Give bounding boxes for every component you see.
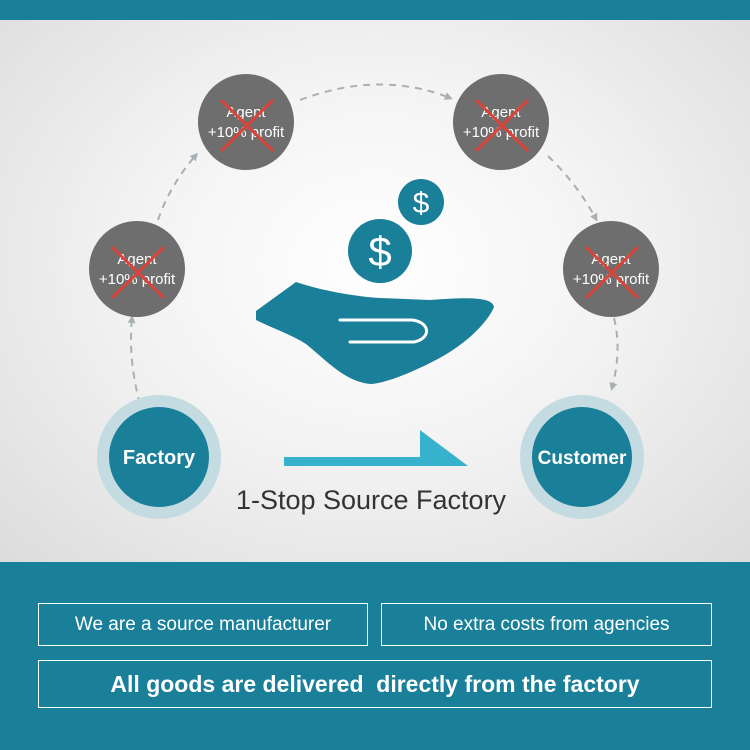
connector-agent3-agent4 [547, 155, 598, 222]
agent-profit: +10% profit [463, 124, 540, 141]
agent-node-3: Agent +10% profit [453, 74, 549, 170]
factory-node: Factory [97, 395, 221, 519]
agent-node-1: Agent +10% profit [89, 221, 185, 317]
agent-node-2: Agent +10% profit [198, 74, 294, 170]
flow-connectors [127, 83, 619, 405]
connector-agent4-customer [609, 317, 619, 391]
no-extra-costs-box: No extra costs from agencies [381, 603, 712, 646]
direct-delivery-box: All goods are delivered directly from th… [38, 660, 712, 708]
cross-out-icon [220, 99, 274, 152]
dollar-coin-icon: $ [398, 179, 444, 225]
agent-profit: +10% profit [99, 271, 176, 288]
cross-out-icon [475, 99, 529, 152]
customer-label: Customer [538, 448, 627, 469]
diagram-area: Factory Customer Agent +10% profit Agent… [0, 20, 750, 562]
agent-node-4: Agent +10% profit [563, 221, 659, 317]
factory-label: Factory [123, 447, 196, 469]
cross-out-icon [111, 246, 165, 299]
dollar-coin-icon: $ [348, 219, 412, 283]
right-arrow-icon [284, 430, 468, 466]
svg-text:$: $ [413, 187, 430, 220]
agent-profit: +10% profit [208, 124, 285, 141]
top-bar [0, 0, 750, 20]
cross-out-icon [585, 246, 639, 299]
connector-agent2-agent3 [299, 83, 453, 101]
bottom-panel [0, 562, 750, 750]
diagram: Factory Customer Agent +10% profit Agent… [89, 74, 659, 519]
customer-node: Customer [520, 395, 644, 519]
agent-profit: +10% profit [573, 271, 650, 288]
hand-icon [256, 282, 494, 384]
connector-agent1-agent2 [157, 152, 198, 221]
connector-factory-agent1 [127, 315, 141, 405]
source-manufacturer-box: We are a source manufacturer [38, 603, 368, 646]
svg-text:$: $ [368, 228, 391, 275]
caption: 1-Stop Source Factory [236, 485, 507, 515]
